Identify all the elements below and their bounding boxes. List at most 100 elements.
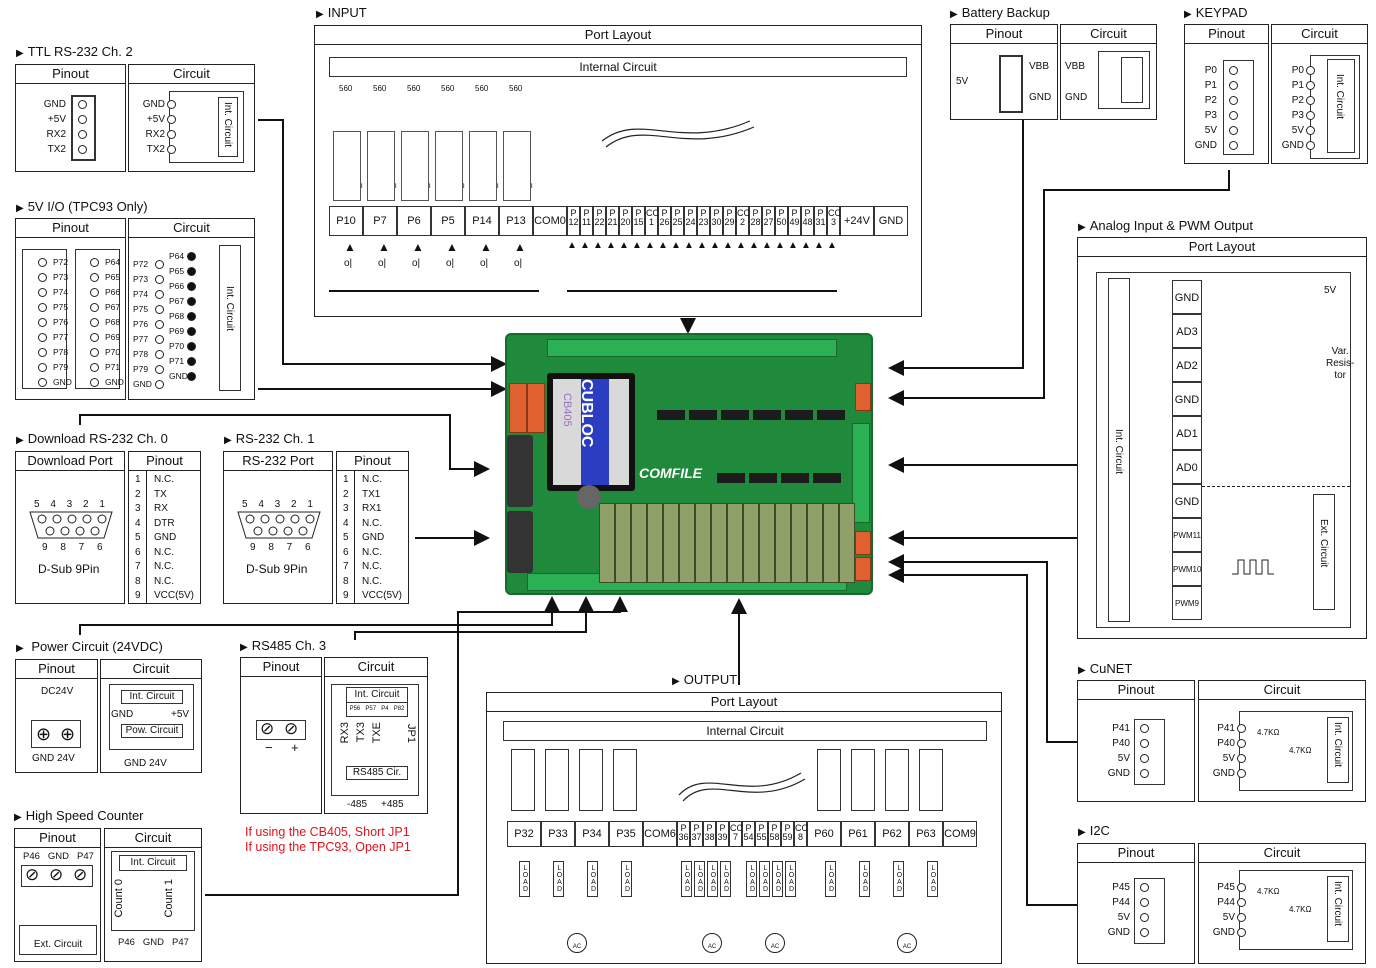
arrow-up-icon: ▲ [775,240,785,251]
pin-dot-icon [187,282,196,291]
arrow-up-icon: ▲ [446,240,458,254]
io5v-int-circuit-label: Int. Circuit [224,286,235,332]
pin-name: N.C. [154,575,174,587]
port-text: 7 [732,832,738,842]
optocoupler-frame [503,131,531,201]
port-text: P [661,208,668,218]
relay-component [823,503,839,583]
port-text: P [706,823,713,833]
pin-label: P77 [133,334,149,344]
load-box: LOAD [553,861,564,897]
screw-terminal-icon: ⊕ [36,724,52,744]
battery-pinout-box: Pinout 5V VBB GND [950,24,1058,120]
analog-pin-cell: PWM10 [1172,552,1202,586]
pin-terminal-icon [167,130,176,139]
output-port-cell: P33 [541,821,575,847]
pin-terminal-icon [1306,81,1315,90]
pin-terminal-icon [1237,769,1246,778]
pin-terminal-icon [155,335,164,344]
power-bottom-labels: GND 24V [124,758,167,769]
pin-number: 1 [135,474,141,485]
relay-component [647,503,663,583]
port-text: 23 [698,217,709,227]
port-text: P [752,208,759,218]
resistor-560-label: 560 [509,84,523,93]
pin-label: P44 [1217,897,1235,908]
pin-terminal-icon [1140,724,1149,733]
jp1-label: JP1 [405,724,417,743]
optocoupler-frame [401,131,429,201]
rs485-sub-pin: P57 [365,706,377,712]
pin-label: P73 [53,272,69,282]
rs485-plus-label: + [291,740,299,755]
i2c-pinout-header: Pinout [1078,844,1194,863]
pin-terminal-icon [38,333,47,342]
pin-terminal-icon [1229,81,1238,90]
arrow-up-icon: ▲ [736,240,746,251]
analog-5v-label: 5V [1324,285,1337,296]
port-text: 28 [750,217,761,227]
pin-terminal-icon [1237,913,1246,922]
load-box: LOAD [681,861,692,897]
analog-pin-cell: AD1 [1172,416,1202,450]
port-text: 36 [678,832,689,842]
port-text: 1 [648,217,654,227]
pin-terminal-icon [155,290,164,299]
var-resistor-text: tor [1334,370,1346,381]
port-text: 38 [704,832,715,842]
ic-chip [717,473,745,483]
input-port-cell: P10 [329,206,363,236]
pin-terminal-icon [1237,898,1246,907]
pin-terminal-icon [1229,126,1238,135]
rs485-terminal-block: ⊘ ⊘ [256,719,306,740]
var-resistor-text: Resis- [1326,358,1355,369]
arrow-up-icon: ▲ [710,240,720,251]
output-port-layout-header: Port Layout [487,693,1001,712]
pin-label: P1 [1204,80,1217,91]
pin-label: P78 [133,349,149,359]
rs485-signal-label: TXE [371,722,383,744]
analog-pin-cell: GND [1172,382,1202,416]
screw-terminal-icon: ⊘ [260,719,275,738]
load-box: LOAD [759,861,770,897]
relay-icon [579,749,603,811]
pin-dot-icon [187,327,196,336]
analog-title: ▶Analog Input & PWM Output [1078,218,1254,233]
ttl232-title: ▶TTL RS-232 Ch. 2 [16,44,133,59]
pin-terminal-icon [78,115,87,124]
pin-label: P74 [133,289,149,299]
pin-name: N.C. [154,474,174,485]
pin-number: 6 [135,546,141,558]
pin-terminal-icon [1237,754,1246,763]
relay-icon [613,749,637,811]
load-box: LOAD [927,861,938,897]
pin-terminal-icon [38,318,47,327]
screw-terminal-icon: ⊘ [25,865,40,884]
i2c-int-circuit-label: Int. Circuit [1332,881,1343,927]
pin-label: RX2 [46,129,66,140]
input-port-cell: P14 [465,206,499,236]
arrow-up-icon: ▲ [378,240,390,254]
hsc-circuit-header: Circuit [105,829,201,848]
ic-chip [749,473,777,483]
cunet-pinout-header: Pinout [1078,681,1194,700]
rs485-minus-pin: -485 [347,799,368,810]
power-pinout-header: Pinout [16,660,97,679]
analog-title-text: Analog Input & PWM Output [1089,218,1254,233]
i2c-header [855,557,871,581]
dsub9-connector-icon [237,511,321,539]
port-text: 59 [782,832,793,842]
pin-label: P45 [1217,882,1235,893]
keypad-circuit-header: Circuit [1272,25,1367,44]
pin-label: GND [1212,927,1235,938]
ac-source-icon: AC [765,933,785,953]
